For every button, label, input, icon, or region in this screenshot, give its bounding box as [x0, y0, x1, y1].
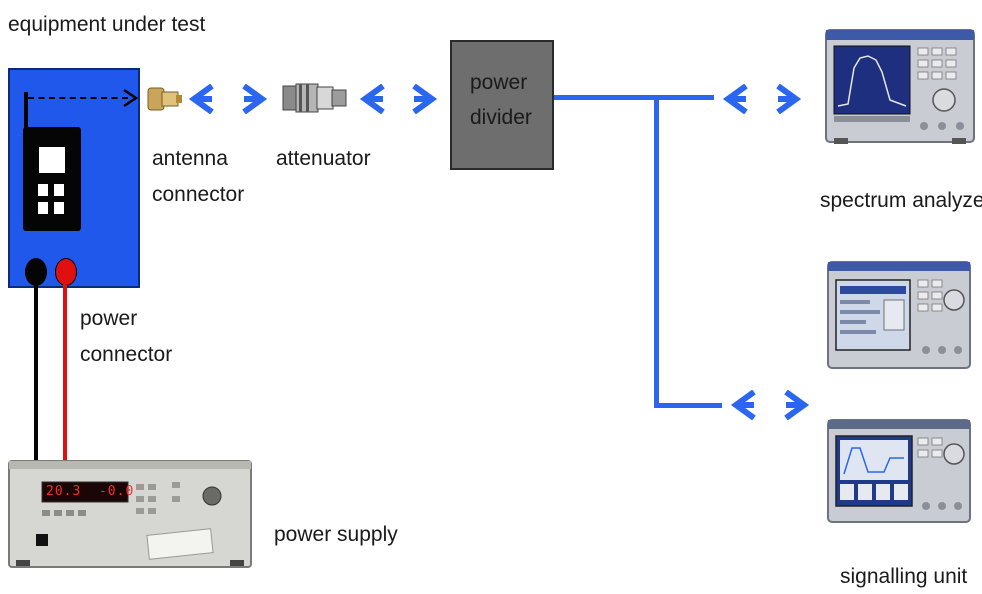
arrow-right-icon — [412, 84, 438, 114]
signalling-unit-label: signalling unit — [840, 565, 968, 588]
power-divider-label-1: power — [470, 71, 528, 94]
arrow-left-icon — [730, 390, 756, 420]
power-divider-box — [450, 40, 554, 170]
red-terminal — [55, 258, 77, 286]
antenna-connector-icon — [147, 87, 182, 111]
arrow-left-icon — [359, 84, 385, 114]
arrow-right-icon — [242, 84, 268, 114]
voltage-readout: 20.3 — [46, 484, 82, 499]
antenna-connector-label-1: antenna — [152, 147, 228, 170]
signalling-unit-instrument — [827, 419, 971, 523]
power-divider-label-2: divider — [470, 106, 532, 129]
power-connector-label-1: power — [80, 307, 138, 330]
power-supply-instrument: 20.3 -0.0 — [8, 460, 252, 568]
power-supply-body — [8, 460, 252, 568]
arrow-right-icon — [776, 84, 802, 114]
attenuator-label: attenuator — [276, 147, 371, 170]
power-supply-label: power supply — [274, 523, 398, 546]
arrow-right-icon — [784, 390, 810, 420]
arrow-left-icon — [188, 84, 214, 114]
eut-title: equipment under test — [8, 13, 206, 36]
attenuator-icon — [282, 83, 347, 113]
red-power-cable — [63, 284, 67, 466]
communication-tester-instrument — [827, 261, 971, 369]
phone-icon — [23, 127, 81, 231]
arrow-left-icon — [722, 84, 748, 114]
internal-signal-dashed-line — [28, 97, 128, 99]
phone-antenna-stub — [24, 92, 28, 142]
wire-vertical-branch — [654, 95, 659, 407]
wire-to-spectrum-analyzer — [554, 95, 714, 100]
internal-signal-arrowhead-icon — [123, 88, 139, 108]
wire-to-signalling-unit — [654, 403, 722, 408]
current-readout: -0.0 — [98, 484, 135, 499]
spectrum-analyzer-instrument — [825, 29, 975, 144]
antenna-connector-label-2: connector — [152, 183, 245, 206]
black-power-cable — [34, 284, 38, 466]
spectrum-analyzer-label: spectrum analyzer — [820, 189, 982, 212]
power-connector-label-2: connector — [80, 343, 173, 366]
black-terminal — [25, 258, 47, 286]
